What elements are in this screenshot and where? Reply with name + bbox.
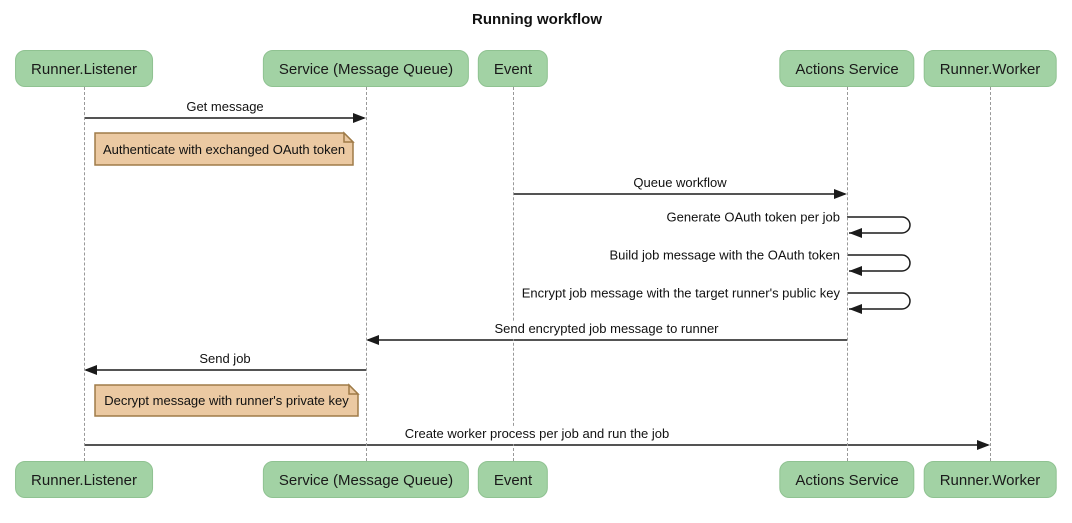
self-message-arrowhead-4 (849, 266, 862, 276)
participant-actions_service-bottom: Actions Service (779, 461, 915, 498)
participant-service_mq-bottom: Service (Message Queue) (262, 461, 470, 498)
self-message-loop-4 (847, 254, 911, 272)
message-label-9: Create worker process per job and run th… (404, 426, 670, 444)
participant-event-bottom: Event (477, 461, 549, 498)
diagram-title: Running workflow (472, 11, 602, 28)
message-arrowhead-2 (834, 189, 847, 199)
note-fold-1 (343, 131, 355, 143)
lifeline-actions_service (847, 87, 848, 461)
participant-actions_service-top: Actions Service (779, 50, 915, 87)
participant-event-top: Event (477, 50, 549, 87)
participant-service_mq-top: Service (Message Queue) (262, 50, 470, 87)
message-arrowhead-9 (977, 440, 990, 450)
note-box-8 (94, 384, 359, 417)
self-message-label-4: Build job message with the OAuth token (609, 247, 840, 263)
self-message-loop-3 (847, 216, 911, 234)
message-arrowhead-7 (84, 365, 97, 375)
message-arrowhead-6 (366, 335, 379, 345)
self-message-loop-5 (847, 292, 911, 310)
message-label-2: Queue workflow (633, 175, 727, 193)
lifeline-runner_listener (84, 87, 85, 461)
lifeline-service_mq (366, 87, 367, 461)
note-fold-8 (348, 383, 360, 395)
message-label-6: Send encrypted job message to runner (494, 321, 719, 339)
message-arrowhead-0 (353, 113, 366, 123)
note-label-8: Decrypt message with runner's private ke… (104, 393, 349, 408)
participant-runner_listener-top: Runner.Listener (15, 50, 153, 87)
note-box-1 (94, 132, 354, 166)
participant-runner_listener-bottom: Runner.Listener (15, 461, 153, 498)
self-message-label-5: Encrypt job message with the target runn… (521, 285, 840, 301)
lifeline-runner_worker (990, 87, 991, 461)
lifeline-event (513, 87, 514, 461)
message-label-0: Get message (186, 99, 264, 117)
message-label-7: Send job (199, 351, 251, 369)
self-message-arrowhead-5 (849, 304, 862, 314)
participant-runner_worker-bottom: Runner.Worker (923, 461, 1057, 498)
participant-runner_worker-top: Runner.Worker (923, 50, 1057, 87)
self-message-label-3: Generate OAuth token per job (666, 209, 840, 225)
note-label-1: Authenticate with exchanged OAuth token (102, 141, 346, 157)
self-message-arrowhead-3 (849, 228, 862, 238)
